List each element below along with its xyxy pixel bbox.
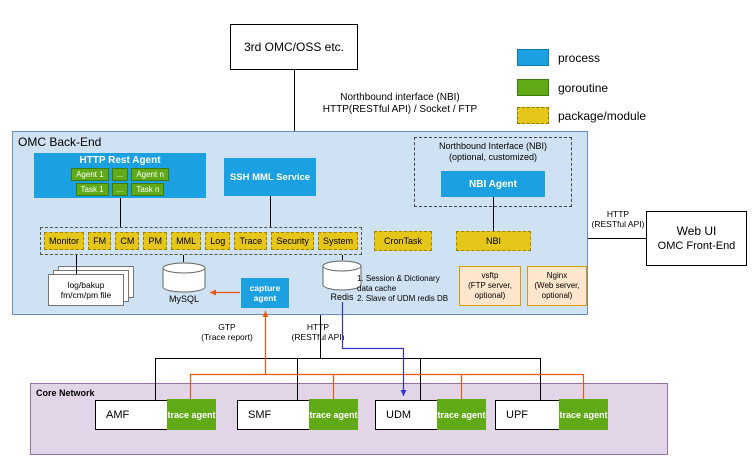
- nbi-interface-note: Northbound interface (NBI) HTTP(RESTful …: [312, 92, 488, 116]
- nbi-group-title: Northbound Interface (NBI) (optional, cu…: [415, 141, 571, 163]
- vsftp-box: vsftp (FTP server, optional): [459, 266, 521, 306]
- module-nbi: NBI: [456, 231, 531, 251]
- vsftp-line2: (FTP server,: [468, 281, 512, 290]
- frontend-link-label: HTTP (RESTful API): [590, 209, 646, 229]
- nbi-agent-box: NBI Agent: [441, 171, 545, 197]
- task-ellipsis-chip: ...: [111, 183, 129, 196]
- frontend-link-line2: (RESTful API): [591, 219, 645, 229]
- http-rest-agent-title: HTTP Rest Agent: [79, 155, 161, 166]
- legend-process-label: process: [558, 51, 601, 65]
- module-cm: CM: [115, 232, 140, 250]
- redis-note: 1. Session & Dictionary data cache 2. Sl…: [357, 274, 469, 304]
- module-log: Log: [205, 232, 231, 250]
- legend-goroutine-label: goroutine: [558, 81, 609, 95]
- frontend-line1: Web UI: [676, 223, 717, 238]
- module-trace: Trace: [234, 232, 268, 250]
- goroutine-swatch-icon: [517, 79, 549, 96]
- nf-node-amf-label: AMF: [106, 409, 130, 421]
- nf-node-upf-label: UPF: [506, 409, 528, 421]
- http-link-label: HTTP (RESTful API): [284, 322, 352, 342]
- module-system: System: [317, 232, 358, 250]
- http-rest-agent-box: HTTP Rest Agent Agent 1 ... Agent n Task…: [34, 153, 206, 198]
- task-n-chip: Task n: [131, 183, 165, 196]
- nf-node-smf-label: SMF: [248, 409, 272, 421]
- process-swatch-icon: [517, 49, 549, 66]
- module-security: Security: [271, 232, 314, 250]
- modules-group: Monitor FM CM PM MML Log Trace Security …: [40, 227, 362, 255]
- ssh-mml-service-box: SSH MML Service: [224, 158, 316, 196]
- web-ui-frontend-box: Web UI OMC Front-End: [646, 211, 747, 266]
- nginx-line1: Nginx: [546, 271, 568, 280]
- file-label-line2: fm/cm/pm file: [60, 290, 112, 300]
- http-line1: HTTP: [306, 322, 330, 332]
- agent-ellipsis-chip: ...: [111, 168, 129, 181]
- nf-node-udm-label: UDM: [386, 409, 412, 421]
- core-network-title: Core Network: [36, 388, 95, 398]
- legend-package-label: package/module: [558, 109, 647, 123]
- nbi-note-line1: Northbound interface (NBI): [340, 92, 460, 103]
- file-label-line1: log/bakup: [67, 280, 105, 290]
- mysql-label: MySQL: [168, 294, 199, 304]
- line-redis-udm-slave: [341, 302, 407, 396]
- module-crontask: CronTask: [374, 231, 432, 251]
- task-1-chip: Task 1: [75, 183, 109, 196]
- nginx-line2: (Web server,: [534, 281, 580, 290]
- module-mml: MML: [171, 232, 202, 250]
- ssh-mml-label: SSH MML Service: [229, 171, 311, 183]
- frontend-line2: OMC Front-End: [657, 239, 736, 252]
- agent-1-chip: Agent 1: [71, 168, 109, 181]
- nbi-note-line2: HTTP(RESTful API) / Socket / FTP: [322, 104, 478, 115]
- nginx-line3: optional): [541, 291, 573, 300]
- gtp-line2: (Trace report): [201, 332, 253, 342]
- omc-oss-label: 3rd OMC/OSS etc.: [243, 40, 345, 54]
- trace-agent-amf: trace agent: [167, 399, 216, 430]
- task-row: Task 1 ... Task n: [34, 183, 206, 196]
- nbi-group-title-line2: (optional, customized): [448, 152, 538, 162]
- redis-note-line1: 1. Session & Dictionary: [357, 274, 440, 283]
- redis-cylinder-icon: [322, 260, 362, 291]
- module-fm: FM: [88, 232, 112, 250]
- agent-row: Agent 1 ... Agent n: [34, 168, 206, 181]
- trace-agent-smf: trace agent: [309, 399, 358, 430]
- capture-agent-box: capture agent: [241, 278, 289, 308]
- file-sheet-front: log/bakup fm/cm/pm file: [48, 274, 124, 306]
- package-module-swatch-icon: [517, 107, 549, 124]
- agent-n-chip: Agent n: [131, 168, 169, 181]
- mysql-cylinder-icon: [162, 262, 206, 293]
- http-line2: (RESTful API): [291, 332, 345, 342]
- gtp-link-label: GTP (Trace report): [196, 322, 258, 342]
- vsftp-line3: optional): [474, 291, 506, 300]
- trace-agent-upf: trace agent: [559, 399, 608, 430]
- vsftp-line1: vsftp: [481, 271, 499, 280]
- module-pm: PM: [143, 232, 167, 250]
- redis-note-line2: data cache: [357, 284, 397, 293]
- nbi-group-title-line1: Northbound Interface (NBI): [438, 141, 548, 151]
- file-store: log/bakup fm/cm/pm file: [48, 266, 136, 310]
- frontend-link-line1: HTTP: [606, 209, 630, 219]
- module-monitor: Monitor: [44, 232, 85, 250]
- omc-backend-title: OMC Back-End: [18, 135, 102, 149]
- redis-label: Redis: [330, 292, 354, 302]
- omc-oss-box: 3rd OMC/OSS etc.: [230, 24, 358, 70]
- nginx-box: Nginx (Web server, optional): [527, 266, 587, 306]
- trace-agent-udm: trace agent: [437, 399, 486, 430]
- redis-note-line3: 2. Slave of UDM redis DB: [357, 294, 449, 303]
- gtp-line1: GTP: [218, 322, 236, 332]
